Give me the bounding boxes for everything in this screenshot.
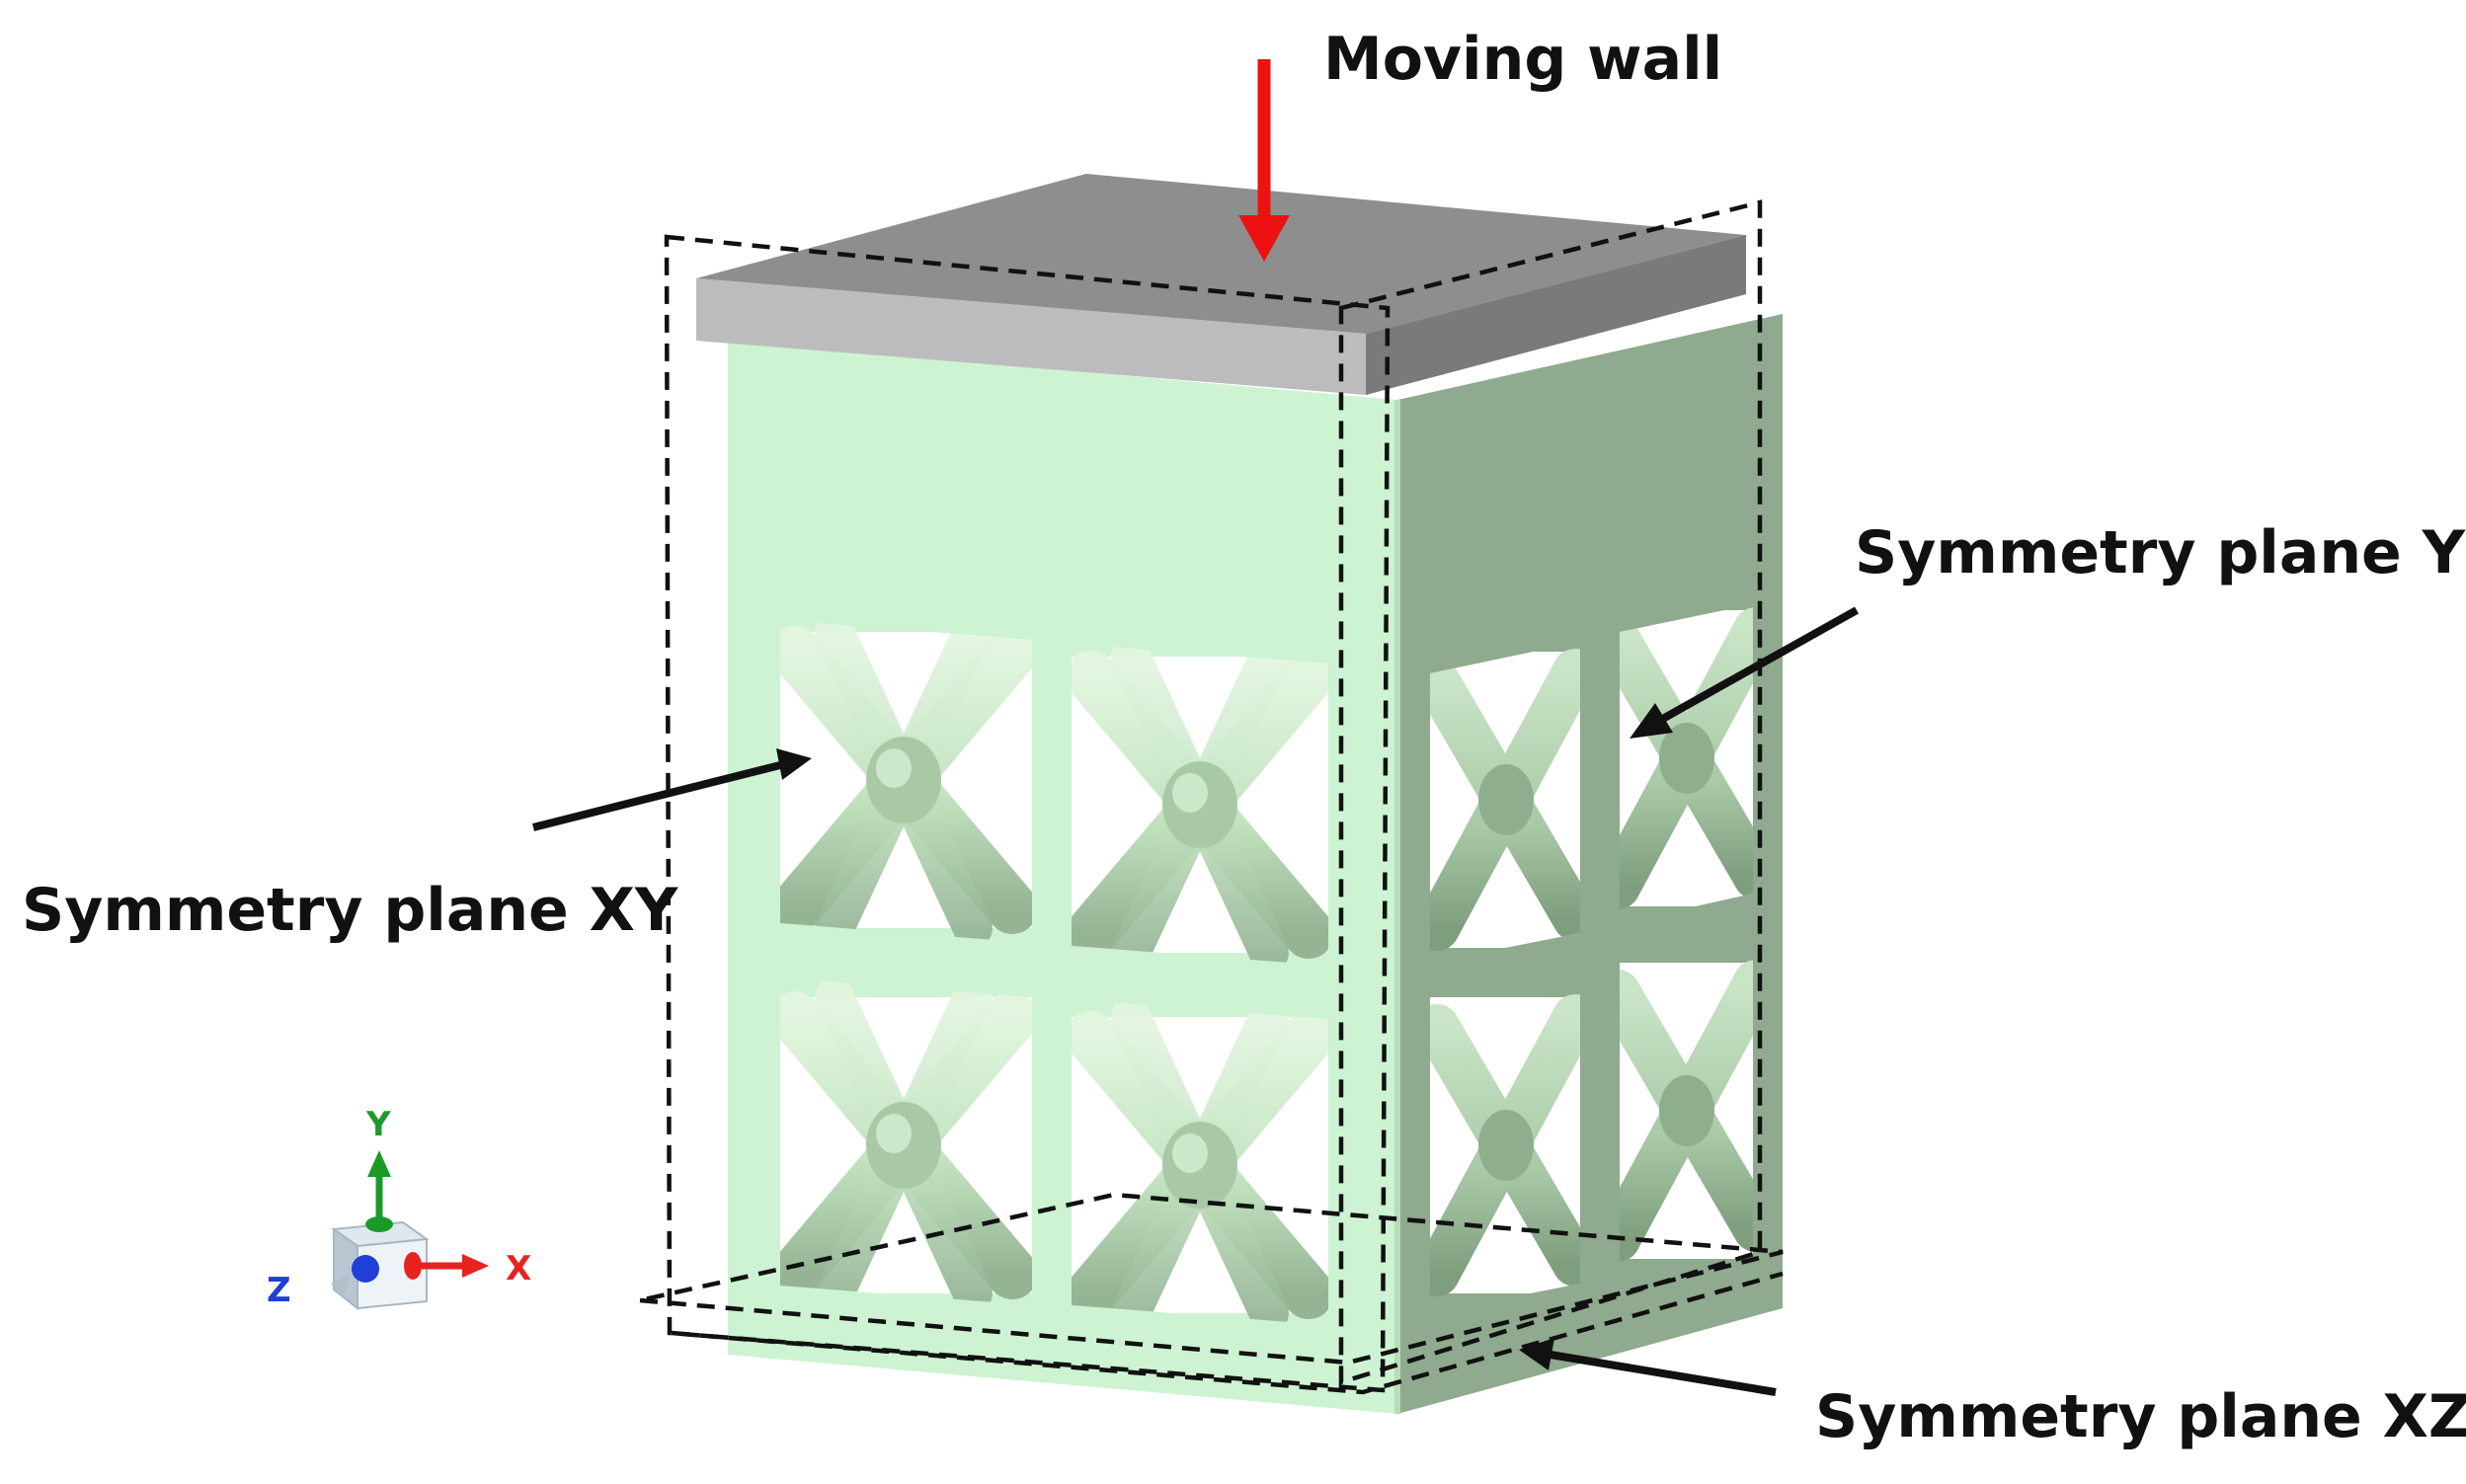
arrow-symmetry-xy xyxy=(532,748,812,831)
arrow-symmetry-yz xyxy=(1630,606,1859,739)
symmetry-plane-xy-label: Symmetry plane XY xyxy=(22,876,678,945)
moving-wall-label: Moving wall xyxy=(1323,25,1723,94)
moving-wall-arrow xyxy=(1238,59,1290,262)
symmetry-plane-xy-outline xyxy=(664,234,1391,1393)
axis-z-label: Z xyxy=(267,1271,291,1310)
symmetry-plane-xz-label: Symmetry plane XZ xyxy=(1815,1382,2466,1451)
axis-triad: Y X Z xyxy=(267,1105,531,1311)
symmetry-plane-yz-label: Symmetry plane YZ xyxy=(1855,518,2466,587)
axis-y-label: Y xyxy=(365,1105,391,1144)
moving-wall-plate xyxy=(696,174,1746,395)
arrow-symmetry-xz xyxy=(1519,1338,1777,1396)
symmetry-plane-yz-outline xyxy=(1338,199,1763,1386)
symmetry-plane-xz-outline xyxy=(639,1192,1784,1366)
symmetry-plane-outlines xyxy=(639,199,1784,1395)
pointer-arrows xyxy=(532,606,1859,1396)
axis-x-label: X xyxy=(506,1249,531,1289)
